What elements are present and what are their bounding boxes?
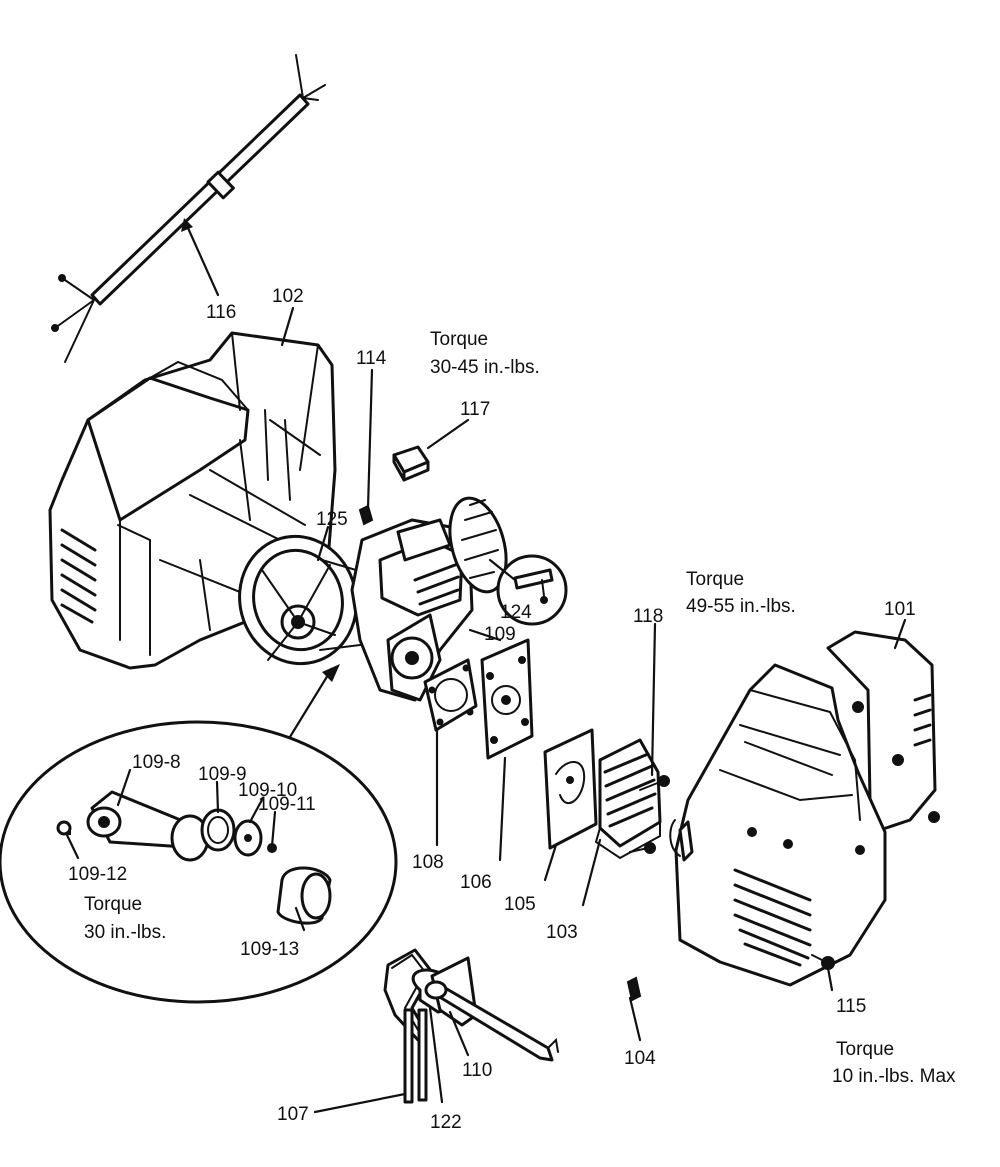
label-109-10: 109-10 — [238, 780, 297, 801]
power-cord-part-116 — [51, 54, 326, 363]
label-102: 102 — [272, 286, 304, 307]
motor-pump-part-109 — [350, 496, 508, 702]
label-109-12: 109-12 — [68, 864, 127, 885]
torque-note-49-55-line2: 49-55 in.-lbs. — [686, 596, 796, 617]
rear-shroud-vent-slots — [60, 528, 97, 624]
connecting-rod-detail-balloon — [0, 664, 398, 1004]
cylinder-head-part-103 — [594, 738, 662, 860]
torque-note-30-45-line1: Torque — [430, 329, 488, 350]
block-part-117 — [392, 445, 430, 482]
label-115: 115 — [836, 996, 866, 1017]
label-116: 116 — [206, 302, 236, 323]
label-125: 125 — [316, 509, 348, 530]
screws-part-118 — [629, 775, 670, 854]
clip-part-104 — [626, 976, 642, 1002]
label-107: 107 — [277, 1104, 309, 1125]
label-110: 110 — [462, 1060, 492, 1081]
front-shroud-part-101 — [669, 630, 940, 987]
torque-note-30-45-line2: 30-45 in.-lbs. — [430, 357, 540, 378]
label-101: 101 — [884, 599, 916, 620]
gasket-part-108 — [423, 658, 478, 732]
screw-part-109-12 — [56, 820, 72, 836]
head-gasket-part-105 — [543, 728, 598, 850]
label-103: 103 — [546, 922, 578, 943]
torque-note-30-line1: Torque — [84, 894, 142, 915]
sleeve-part-109-13 — [276, 866, 332, 925]
leader-lines — [65, 218, 907, 1114]
label-109: 109 — [484, 624, 516, 645]
label-117: 117 — [460, 399, 490, 420]
valve-plate-part-106 — [480, 638, 534, 760]
label-118: 118 — [633, 606, 663, 627]
label-122: 122 — [430, 1112, 462, 1133]
tube-assembly-parts-107-110-122 — [383, 948, 559, 1104]
pulley-part-125 — [238, 534, 401, 666]
label-109-8: 109-8 — [132, 752, 181, 773]
label-105: 105 — [504, 894, 536, 915]
label-104: 104 — [624, 1048, 656, 1069]
torque-notes: Torque 30-45 in.-lbs. Torque 49-55 in.-l… — [84, 329, 956, 1087]
label-109-13: 109-13 — [240, 939, 299, 960]
front-shroud-vent-slots — [733, 693, 932, 967]
retainer-ring-part-109-9 — [200, 808, 236, 852]
torque-note-30-line2: 30 in.-lbs. — [84, 922, 166, 943]
label-109-11: 109-11 — [258, 794, 316, 815]
screw-part-114 — [358, 504, 374, 526]
label-108: 108 — [412, 852, 444, 873]
torque-note-49-55-line1: Torque — [686, 569, 744, 590]
cooling-fan — [448, 496, 508, 594]
label-114: 114 — [356, 348, 387, 369]
detail-circle-part-124 — [496, 554, 568, 626]
torque-note-10-max-line1: Torque — [836, 1039, 894, 1060]
torque-note-10-max-line2: 10 in.-lbs. Max — [832, 1066, 956, 1087]
piston-cup-part-109-10 — [233, 819, 263, 857]
label-106: 106 — [460, 872, 492, 893]
label-124: 124 — [500, 602, 532, 623]
part-number-labels: 116 102 114 117 125 124 109 118 101 108 … — [68, 286, 916, 1133]
label-109-9: 109-9 — [198, 764, 247, 785]
